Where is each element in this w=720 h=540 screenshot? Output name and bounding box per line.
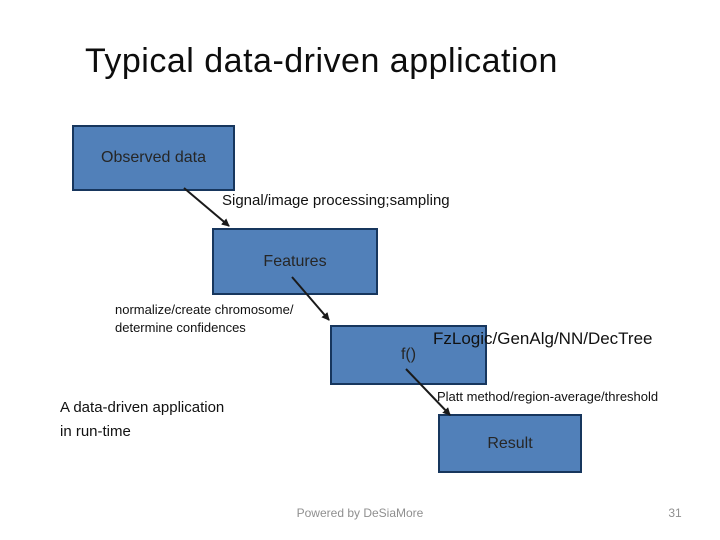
features-box: Features [212, 228, 378, 295]
slide-title: Typical data-driven application [85, 42, 558, 80]
observed-data-label: Observed data [101, 149, 206, 166]
platt-method-label: Platt method/region-average/threshold [437, 389, 659, 404]
result-label: Result [487, 434, 533, 452]
footer-powered-by: Powered by DeSiaMore [296, 506, 424, 520]
signal-processing-label: Signal/image processing;sampling [222, 192, 450, 209]
function-label: f() [400, 346, 417, 363]
normalize-confidences-label: normalize/create chromosome/ determine c… [115, 302, 294, 335]
footer-page-number: 31 [668, 506, 682, 520]
features-label: Features [263, 252, 327, 270]
runtime-application-label: A data-driven application in run-time [60, 399, 225, 440]
observed-data-box: Observed data [72, 125, 235, 191]
methods-label: FzLogic/GenAlg/NN/DecTree [433, 329, 653, 348]
result-box: Result [438, 414, 582, 473]
